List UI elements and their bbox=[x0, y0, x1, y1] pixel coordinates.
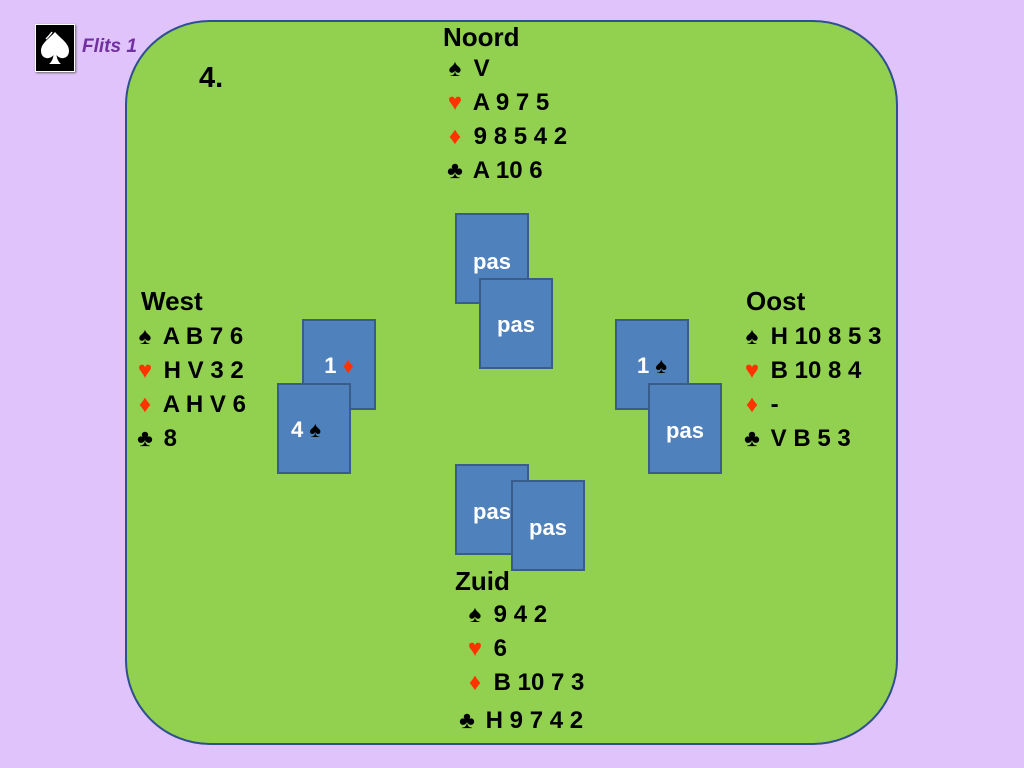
west-clubs-cards: 8 bbox=[163, 425, 178, 452]
hand-north: Noord ♠ V ♥ A 9 7 5 ♦ 9 8 5 4 2 ♣ A 10 6 bbox=[443, 22, 567, 188]
spade-icon: ♠ bbox=[655, 353, 668, 378]
west-hearts: ♥ H V 3 2 bbox=[133, 354, 246, 388]
north-diamonds-cards: 9 8 5 4 2 bbox=[473, 123, 568, 150]
club-icon: ♣ bbox=[744, 425, 760, 452]
bid-text: pas bbox=[529, 515, 567, 540]
west-diamonds-cards: A H V 6 bbox=[162, 391, 246, 418]
south-spades: ♠ 9 4 2 bbox=[463, 598, 584, 632]
south-clubs: ♣ H 9 7 4 2 bbox=[455, 704, 584, 738]
north-diamonds: ♦ 9 8 5 4 2 bbox=[443, 120, 567, 154]
east-hearts: ♥ B 10 8 4 bbox=[740, 354, 881, 388]
heart-icon: ♥ bbox=[447, 89, 463, 116]
west-clubs: ♣ 8 bbox=[133, 422, 246, 456]
bid-text: pas bbox=[666, 418, 704, 443]
east-clubs-cards: V B 5 3 bbox=[770, 425, 851, 452]
south-clubs-cards: H 9 7 4 2 bbox=[485, 707, 584, 734]
spade-icon: ♠ bbox=[468, 601, 482, 628]
bid-text: 1 ♠ bbox=[636, 353, 668, 378]
west-hearts-cards: H V 3 2 bbox=[163, 357, 244, 384]
south-hearts: ♥ 6 bbox=[463, 632, 584, 666]
north-spades: ♠ V bbox=[443, 52, 567, 86]
heart-icon: ♥ bbox=[744, 357, 760, 384]
diamond-icon: ♦ bbox=[448, 123, 462, 150]
diamond-icon: ♦ bbox=[138, 391, 152, 418]
bid-text: pas bbox=[497, 312, 535, 337]
logo-spade-icon bbox=[35, 24, 75, 72]
north-spades-cards: V bbox=[473, 55, 490, 82]
spade-icon: ♠ bbox=[745, 323, 759, 350]
seat-label-west: West bbox=[141, 286, 203, 316]
south-spades-cards: 9 4 2 bbox=[493, 601, 548, 628]
north-clubs-cards: A 10 6 bbox=[472, 157, 543, 184]
east-spades: ♠ H 10 8 5 3 bbox=[740, 320, 882, 354]
west-spades: ♠ A B 7 6 bbox=[133, 320, 246, 354]
south-diamonds-cards: B 10 7 3 bbox=[493, 669, 585, 696]
bid-text: pas bbox=[473, 249, 511, 274]
south-diamonds: ♦ B 10 7 3 bbox=[463, 666, 585, 700]
hand-west: West ♠ A B 7 6 ♥ H V 3 2 ♦ A H V 6 ♣ 8 bbox=[133, 286, 246, 456]
bid-text: 4 ♠ bbox=[291, 417, 322, 442]
bid-card-north-2: pas bbox=[479, 278, 553, 369]
club-icon: ♣ bbox=[447, 157, 463, 184]
diamond-icon: ♦ bbox=[342, 353, 354, 378]
south-hearts-cards: 6 bbox=[493, 635, 508, 662]
bid-card-east-2: pas bbox=[648, 383, 722, 474]
board-number: 4. bbox=[199, 62, 224, 94]
east-clubs: ♣ V B 5 3 bbox=[740, 422, 881, 456]
hand-east: Oost ♠ H 10 8 5 3 ♥ B 10 8 4 ♦ - ♣ V B 5… bbox=[740, 286, 881, 456]
spade-icon: ♠ bbox=[309, 417, 322, 442]
heart-icon: ♥ bbox=[137, 357, 153, 384]
east-diamonds-cards: - bbox=[770, 391, 779, 418]
seat-label-south: Zuid bbox=[455, 566, 510, 596]
north-clubs: ♣ A 10 6 bbox=[443, 154, 567, 188]
seat-label-north: Noord bbox=[443, 22, 520, 52]
seat-label-east: Oost bbox=[746, 286, 806, 316]
bid-text: pas bbox=[473, 499, 511, 524]
logo-text: Flits 1 bbox=[82, 36, 137, 57]
west-spades-cards: A B 7 6 bbox=[162, 323, 244, 350]
bid-card-west-2: 4 ♠ bbox=[277, 383, 351, 474]
bid-card-south-2: pas bbox=[511, 480, 585, 571]
east-diamonds: ♦ - bbox=[740, 388, 881, 422]
west-diamonds: ♦ A H V 6 bbox=[133, 388, 246, 422]
hand-south: Zuid ♠ 9 4 2 ♥ 6 ♦ B 10 7 3 ♣ H 9 7 4 2 bbox=[455, 566, 584, 738]
club-icon: ♣ bbox=[137, 425, 153, 452]
north-hearts: ♥ A 9 7 5 bbox=[443, 86, 567, 120]
bridge-table bbox=[125, 20, 898, 745]
spade-icon: ♠ bbox=[448, 55, 462, 82]
spade-icon: ♠ bbox=[138, 323, 152, 350]
east-spades-cards: H 10 8 5 3 bbox=[770, 323, 882, 350]
club-icon: ♣ bbox=[459, 707, 475, 734]
diamond-icon: ♦ bbox=[468, 669, 482, 696]
bid-text: 1 ♦ bbox=[324, 353, 354, 378]
diamond-icon: ♦ bbox=[745, 391, 759, 418]
north-hearts-cards: A 9 7 5 bbox=[472, 89, 550, 116]
east-hearts-cards: B 10 8 4 bbox=[770, 357, 862, 384]
heart-icon: ♥ bbox=[467, 635, 483, 662]
